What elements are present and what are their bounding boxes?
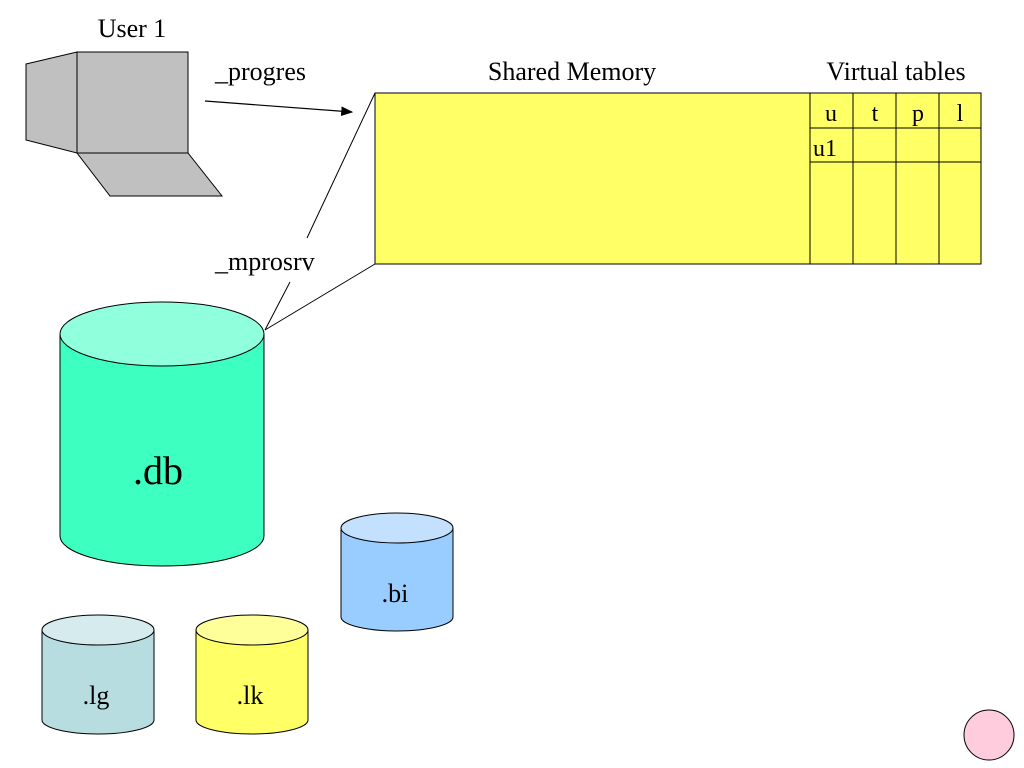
server-link-lower — [264, 281, 291, 331]
vt-header-p: p — [912, 101, 924, 127]
server-link-upper — [306, 92, 376, 239]
vt-header-u: u — [825, 101, 837, 127]
user-label: User 1 — [98, 14, 167, 43]
indicator-circle[interactable] — [963, 709, 1015, 761]
shared-memory-label: Shared Memory — [488, 57, 656, 86]
bi-cylinder — [340, 512, 454, 632]
vt-header-t: t — [872, 101, 879, 127]
db-label: .db — [133, 448, 183, 493]
bi-label: .bi — [382, 579, 409, 608]
shared-memory-block — [374, 92, 982, 265]
lk-label: .lk — [237, 681, 264, 710]
db-cylinder — [59, 301, 265, 567]
vt-header-l: l — [957, 101, 964, 127]
virtual-tables-label: Virtual tables — [826, 57, 965, 86]
connection-arrow — [204, 100, 354, 116]
shm-db-link — [264, 263, 376, 331]
lg-label: .lg — [83, 681, 110, 710]
progres-label: _progres — [214, 57, 306, 86]
lk-cylinder — [195, 614, 309, 735]
vt-cell-u1: u1 — [813, 136, 837, 162]
computer-icon — [25, 51, 224, 197]
mprosrv-label: _mprosrv — [214, 247, 315, 276]
virtual-tables-grid — [809, 93, 981, 264]
lg-cylinder — [41, 614, 155, 735]
